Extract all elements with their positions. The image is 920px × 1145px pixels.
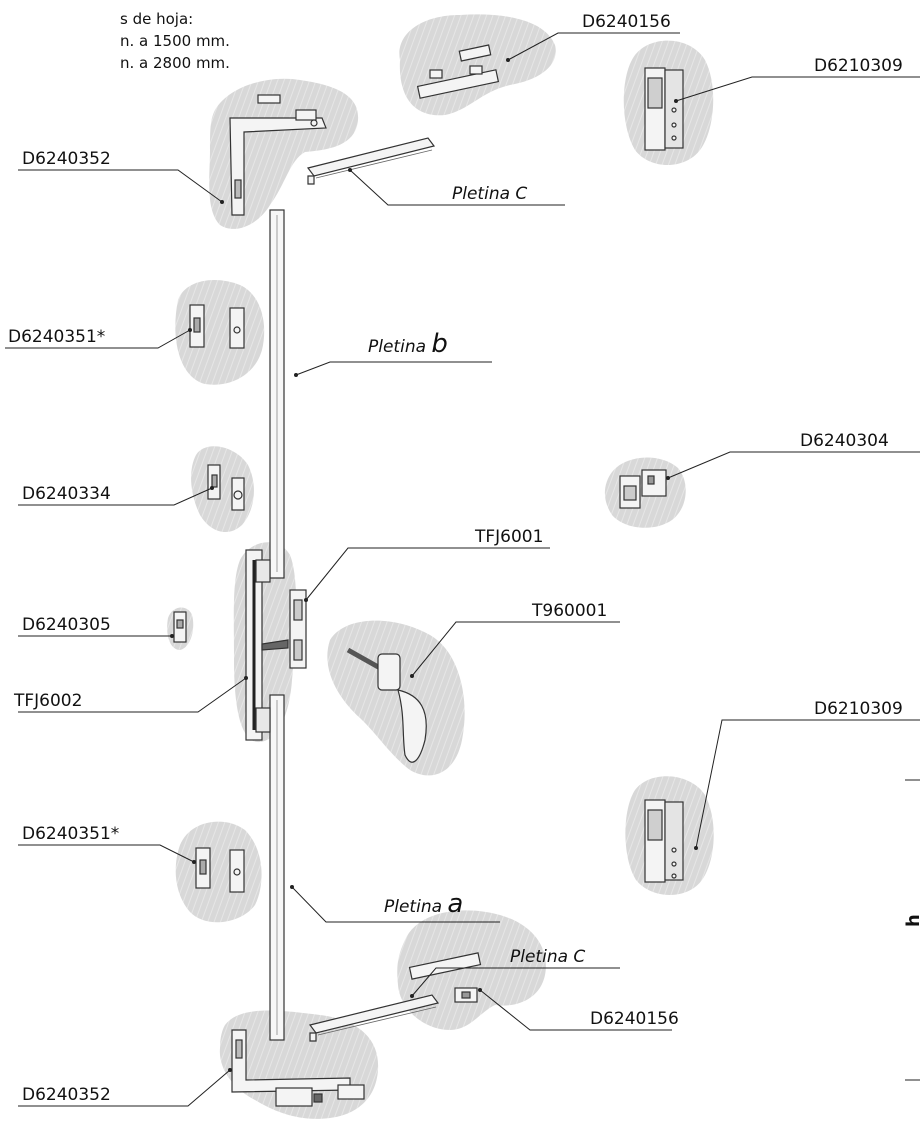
hardware-parts (173, 44, 684, 1107)
label-d6240156-bottom: D6240156 (590, 1009, 679, 1029)
leader-d6240352-bottom (18, 1069, 231, 1107)
rod-pletina-a (269, 694, 285, 1041)
part-d6240351-bottom (195, 847, 245, 893)
label-d6240156-top: D6240156 (582, 12, 671, 32)
blob-d6240351-top (175, 280, 265, 385)
leader-d6240351-bottom (18, 844, 195, 863)
blob-d6240352-top (209, 78, 359, 229)
leader-d6210309-bottom (695, 719, 920, 849)
dot-pletina-a (290, 885, 294, 889)
dot-d6240305 (170, 634, 174, 638)
part-d6210309-top (644, 67, 684, 151)
label-d6210309-top: D6210309 (814, 56, 903, 76)
leader-tfj6001 (305, 547, 550, 601)
label-pletina-c-bottom: Pletina C (510, 947, 585, 967)
dot-d6210309-bottom (694, 846, 698, 850)
leader-lines (5, 32, 920, 1107)
label-t960001: T960001 (532, 601, 608, 621)
leader-d6240334 (18, 487, 213, 506)
label-pletina-c-bottom-letter: C (573, 947, 586, 967)
label-pletina-c-bottom-word: Pletina (510, 947, 569, 967)
label-d6240334: D6240334 (22, 484, 111, 504)
part-d6240351-top (189, 304, 245, 349)
leader-pletina-a (291, 886, 500, 923)
dot-t960001 (410, 674, 414, 678)
rail-pletina-c-top (306, 137, 436, 185)
part-t960001 (346, 647, 427, 763)
label-d6210309-bottom: D6210309 (814, 699, 903, 719)
dot-d6240352-top (220, 200, 224, 204)
leader-pletina-c-top (349, 169, 565, 206)
part-d6240156-bottom (408, 952, 482, 1003)
dot-d6240352-bottom (228, 1068, 232, 1072)
dot-d6240156-bottom (478, 988, 482, 992)
label-d6240304: D6240304 (800, 431, 889, 451)
dot-pletina-c-bottom (410, 994, 414, 998)
label-d6240352-bottom: D6240352 (22, 1085, 111, 1105)
dot-pletina-b (294, 373, 298, 377)
part-d6240304 (619, 469, 667, 509)
leader-d6240156-bottom (479, 989, 672, 1031)
label-tfj6001: TFJ6001 (475, 527, 544, 547)
note-block: s de hoja: n. a 1500 mm. n. a 2800 mm. (120, 8, 230, 74)
part-d6240334 (207, 464, 245, 511)
dot-tfj6001 (304, 598, 308, 602)
dot-d6240351-bottom (192, 860, 196, 864)
leader-d6240304 (667, 451, 920, 479)
rail-pletina-c-bottom (308, 994, 440, 1042)
label-pletina-b: Pletina b (368, 331, 448, 357)
label-d6240352-top: D6240352 (22, 149, 111, 169)
leader-d6210309-top (675, 76, 920, 102)
label-h-dimension: h (903, 914, 920, 927)
part-d6240352-top (229, 94, 327, 216)
label-pletina-c-top-word: Pletina (452, 184, 511, 204)
label-pletina-c-top: Pletina C (452, 184, 527, 204)
label-d6240351-bottom: D6240351* (22, 824, 120, 844)
label-pletina-b-letter: b (431, 329, 448, 359)
leader-d6240352-top (18, 169, 223, 203)
label-pletina-a-word: Pletina (384, 897, 443, 917)
label-pletina-b-word: Pletina (368, 337, 427, 357)
dot-d6240351-top (188, 328, 192, 332)
part-tfj6002 (245, 549, 271, 741)
part-d6240352-bottom (231, 1029, 365, 1107)
leader-d6240351-top (5, 329, 191, 349)
dot-pletina-c-top (348, 168, 352, 172)
leader-t960001 (411, 621, 620, 677)
part-d6240305 (173, 611, 187, 643)
blob-d6240351-bottom (175, 821, 262, 923)
label-pletina-a-letter: a (447, 889, 464, 919)
label-pletina-c-top-letter: C (515, 184, 528, 204)
part-tfj6001 (261, 589, 307, 669)
dot-tfj6002 (244, 676, 248, 680)
rod-pletina-b (269, 209, 285, 579)
note-line-1: s de hoja: (120, 10, 194, 28)
dot-d6240334 (210, 486, 214, 490)
label-tfj6002: TFJ6002 (14, 691, 83, 711)
leader-pletina-b (295, 361, 492, 376)
part-d6240156-top (416, 44, 500, 99)
note-line-2: n. a 1500 mm. (120, 32, 230, 50)
note-line-3: n. a 2800 mm. (120, 54, 230, 72)
part-d6210309-bottom (644, 799, 684, 883)
label-pletina-a: Pletina a (384, 891, 463, 917)
leader-pletina-c-bottom (411, 967, 620, 997)
label-d6240351-top: D6240351* (8, 327, 106, 347)
dot-d6240156-top (506, 58, 510, 62)
leader-dots (170, 58, 698, 1072)
blob-d6240156-top (399, 14, 556, 116)
dot-d6210309-top (674, 99, 678, 103)
label-d6240305: D6240305 (22, 615, 111, 635)
leader-tfj6002 (18, 677, 247, 713)
leader-d6240156-top (507, 32, 680, 61)
blob-t960001 (327, 620, 465, 776)
dot-d6240304 (666, 476, 670, 480)
